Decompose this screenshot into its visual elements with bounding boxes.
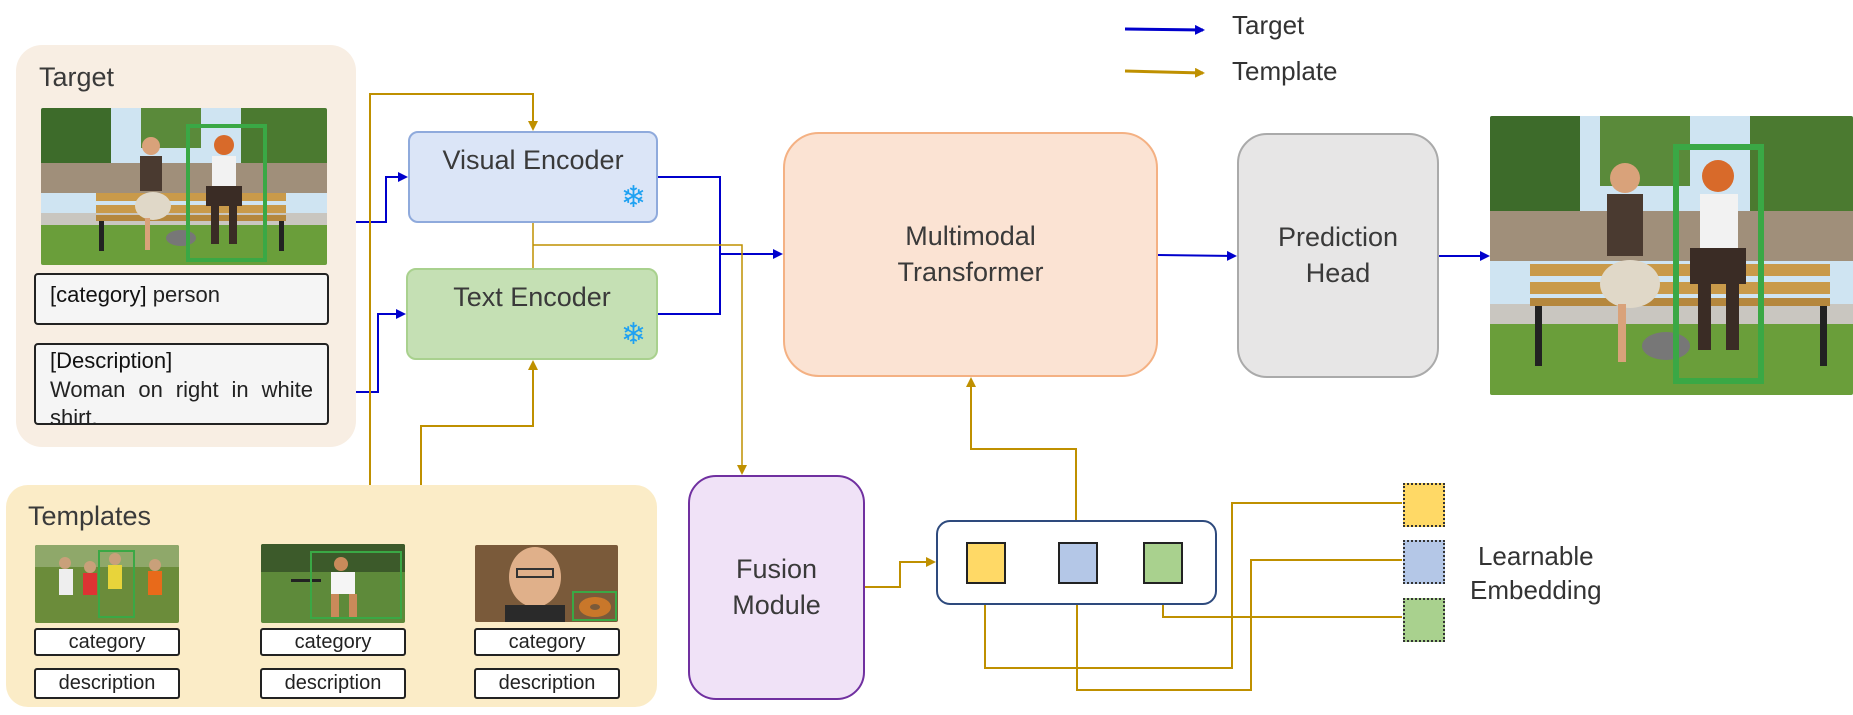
legend-target-arrow: [1124, 24, 1205, 35]
multimodal-transformer: Multimodal Transformer: [783, 132, 1158, 377]
visual-encoder-to-transformer: [658, 176, 783, 259]
template-3-description: description: [474, 668, 620, 699]
text-encoder-label: Text Encoder: [453, 282, 611, 312]
templates-to-text-encoder: [420, 360, 538, 485]
learnable-blue-to-token: [1072, 559, 1402, 691]
prediction-head-line2: Head: [1305, 257, 1371, 288]
template-3-category: category: [474, 628, 620, 656]
output-image: [1490, 116, 1853, 395]
target-description-box: [Description] Woman on right in white sh…: [34, 343, 329, 430]
category-tag: [category]: [50, 282, 147, 307]
prediction-head-line1: Prediction: [1277, 222, 1399, 253]
learnable-embedding-blue: [1403, 540, 1445, 584]
learnable-label-line2: Embedding: [1470, 574, 1602, 605]
fusion-label-line1: Fusion: [735, 554, 818, 585]
template-2-category: category: [260, 628, 406, 656]
transformer-to-prediction-head: [1157, 250, 1237, 261]
visual-encoder: Visual Encoder ❄: [408, 131, 658, 223]
category-value: person: [152, 282, 221, 307]
template-image-1: [35, 545, 179, 623]
target-category-box: [category] person: [34, 273, 329, 325]
legend-target-label: Target: [1232, 10, 1305, 40]
target-panel-title: Target: [39, 62, 115, 92]
legend-template-label: Template: [1232, 56, 1338, 86]
learnable-embedding-label: Learnable Embedding: [1470, 540, 1602, 608]
tokens-to-transformer: [966, 377, 1077, 520]
legend-template-arrow: [1124, 67, 1205, 78]
fusion-module: Fusion Module: [688, 475, 865, 700]
fusion-label-line2: Module: [732, 589, 821, 620]
token-blue: [1058, 542, 1098, 584]
learnable-yellow-to-token: [980, 502, 1402, 669]
text-encoder-to-transformer: [658, 254, 721, 315]
target-image: [41, 108, 327, 265]
template-1-description: description: [34, 668, 180, 699]
visual-encoder-label: Visual Encoder: [442, 145, 624, 175]
description-value: Woman on right in white shirt.: [50, 376, 313, 431]
templates-panel-title: Templates: [28, 501, 152, 531]
fusion-to-tokens: [865, 557, 936, 588]
snowflake-icon: ❄: [620, 180, 646, 215]
template-image-2: [261, 544, 405, 623]
token-green: [1143, 542, 1183, 584]
transformer-label-line1: Multimodal: [905, 221, 1036, 252]
learnable-embedding-yellow: [1403, 483, 1445, 527]
template-image-3: [475, 545, 618, 622]
templates-to-visual-encoder: [369, 93, 538, 485]
description-tag: [Description]: [50, 348, 173, 373]
text-encoder: Text Encoder ❄: [406, 268, 658, 360]
target-image-to-visual-encoder: [328, 172, 408, 223]
encoders-to-fusion-route: [533, 244, 747, 475]
transformer-label-line2: Transformer: [897, 256, 1044, 287]
learnable-embedding-green: [1403, 598, 1445, 642]
prediction-head: Prediction Head: [1237, 133, 1439, 378]
template-2-description: description: [260, 668, 406, 699]
template-1-category: category: [34, 628, 180, 656]
token-yellow: [966, 542, 1006, 584]
learnable-label-line1: Learnable: [1477, 541, 1594, 571]
snowflake-icon: ❄: [620, 317, 646, 352]
